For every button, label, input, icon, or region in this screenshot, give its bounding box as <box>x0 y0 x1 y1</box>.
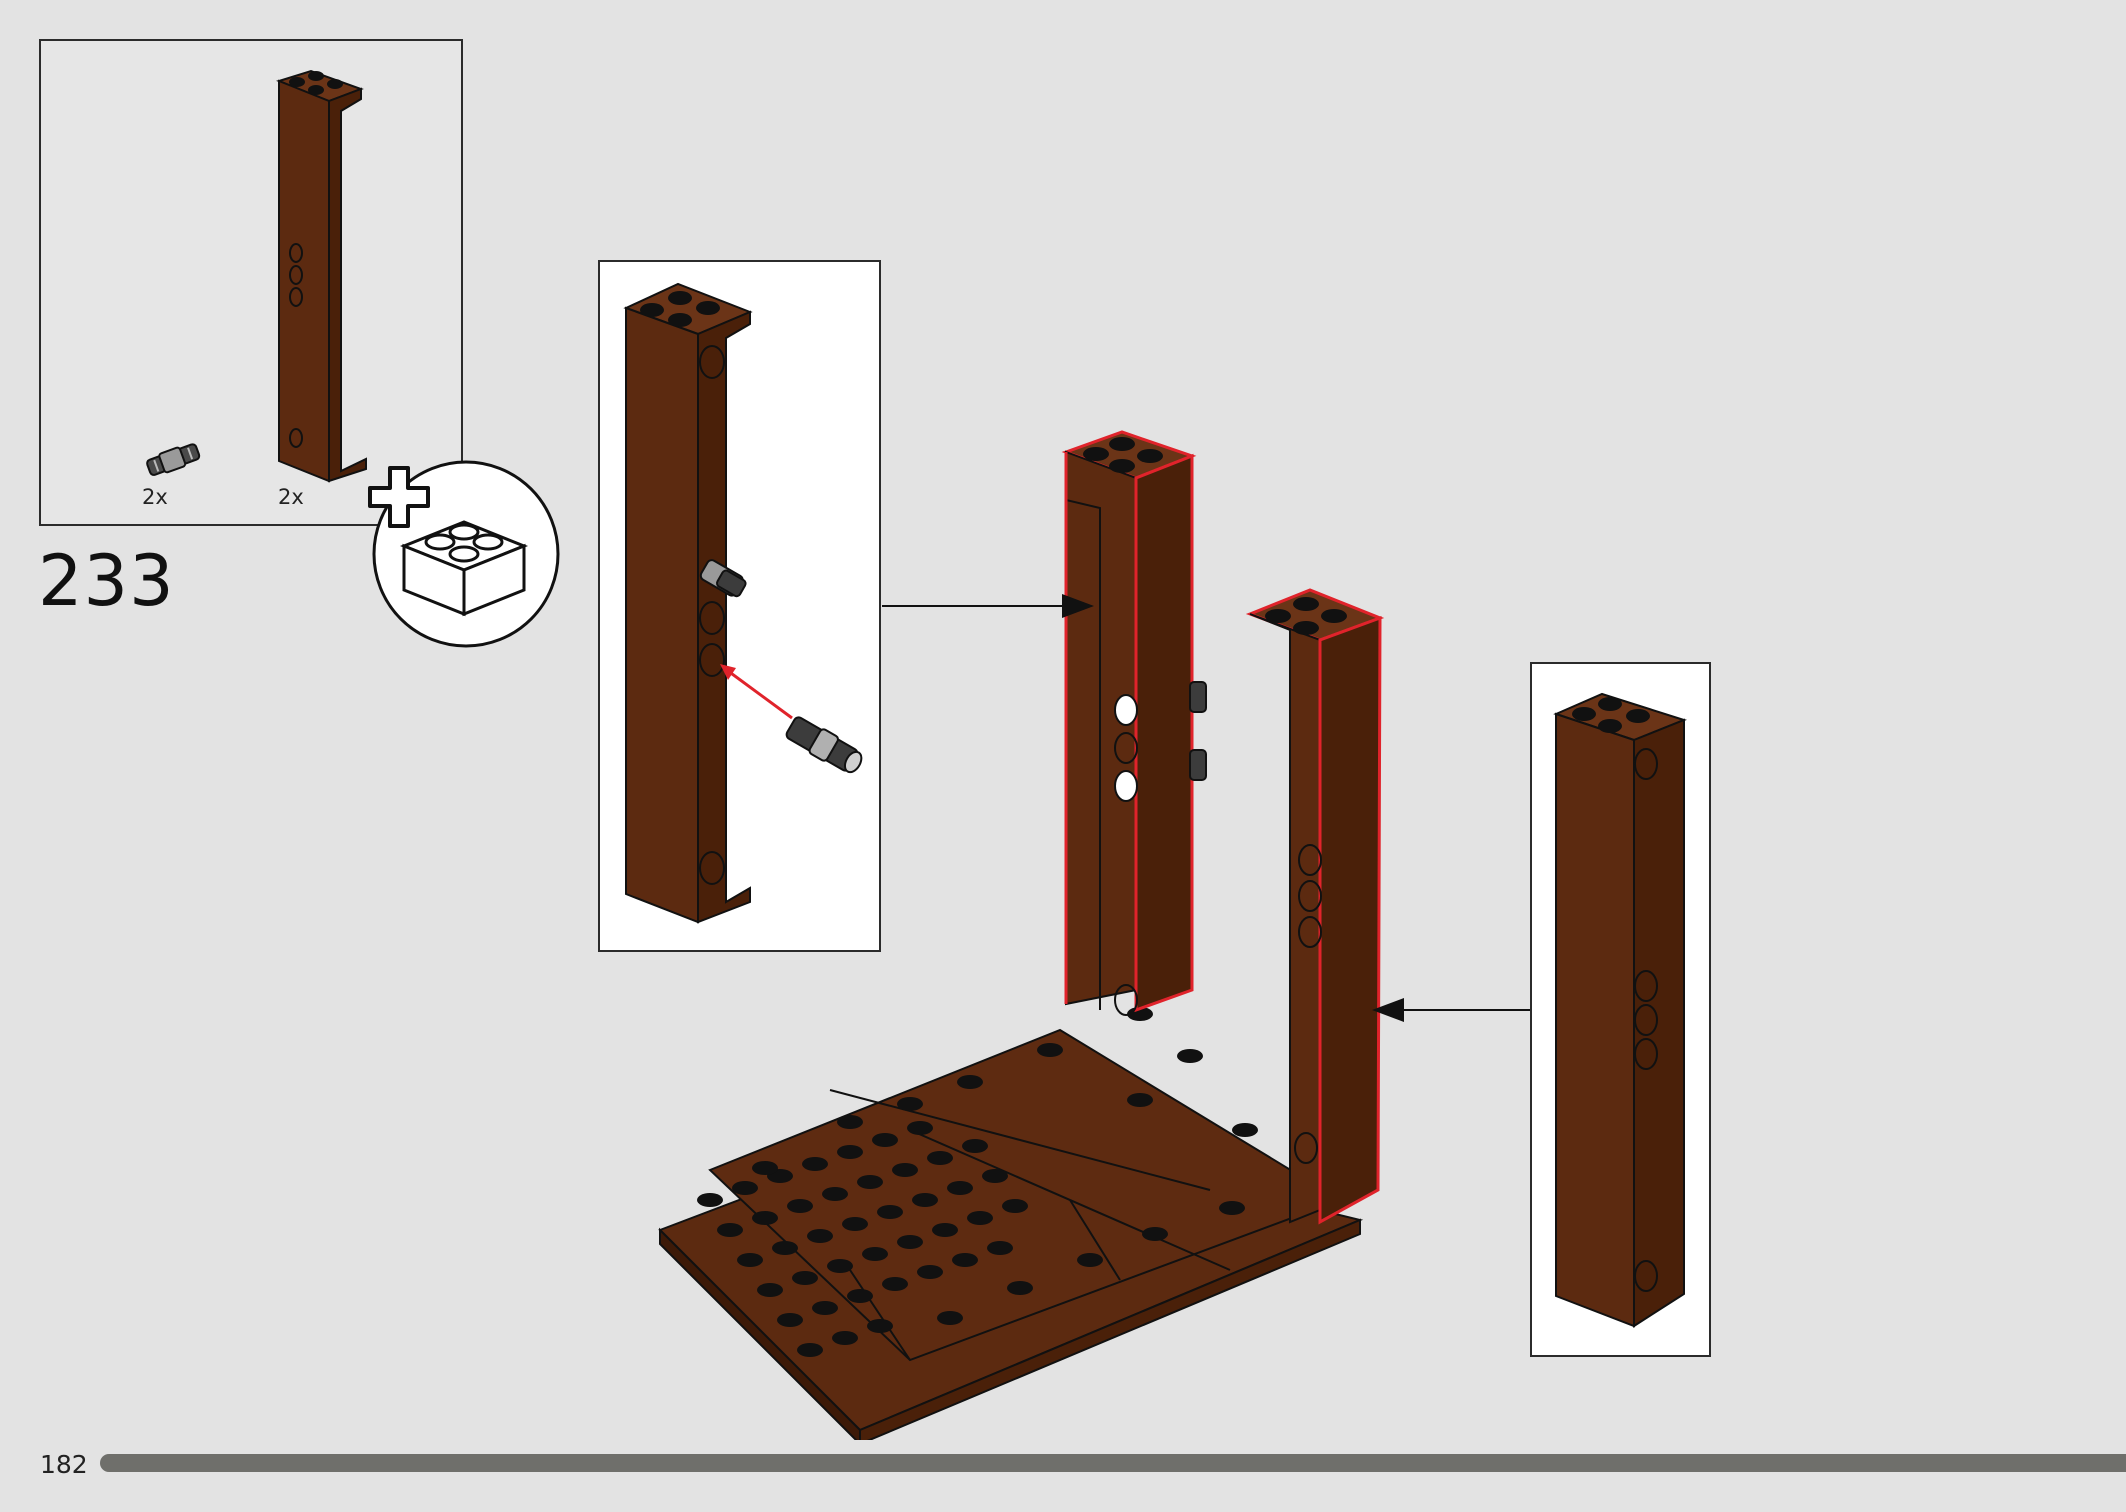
part-quantity: 2x <box>278 485 304 509</box>
main-build-model <box>658 430 1385 1440</box>
add-brick-icon <box>368 460 560 648</box>
base-plate <box>658 1028 1364 1440</box>
column-brick-icon <box>276 69 367 483</box>
page-number: 182 <box>40 1450 88 1479</box>
subassembly-callout-right <box>1530 662 1711 1357</box>
subassembly-callout-left <box>598 260 881 952</box>
stud-grid <box>697 1007 1258 1357</box>
step-number: 233 <box>38 540 175 622</box>
parts-illustration <box>146 69 367 483</box>
parts-list-panel: 2x 2x <box>39 39 463 526</box>
part-quantity: 2x <box>142 485 168 509</box>
progress-bar-fill <box>100 1454 2126 1472</box>
column-with-pin-illustration <box>623 282 863 924</box>
progress-bar <box>100 1454 2126 1472</box>
connector-pin-icon <box>146 443 201 476</box>
column-brick-placed-left <box>1061 430 1207 1016</box>
column-brick-placed-right <box>1245 588 1385 1225</box>
column-brick-illustration <box>1553 692 1687 1328</box>
